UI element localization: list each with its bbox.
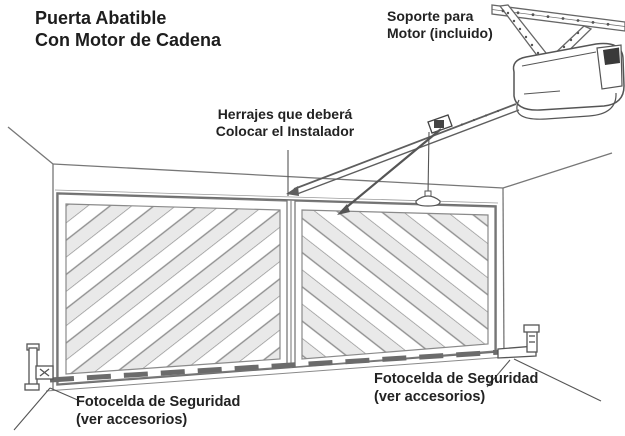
label-motor-support: Soporte para Motor (incluido) [387, 8, 493, 42]
rail-end-arrow [286, 186, 299, 196]
arm-end-arrow [337, 204, 350, 215]
photocell-left-icon [24, 343, 54, 391]
photocell-right-leader-b [513, 358, 602, 402]
right-ceiling-corner-line [502, 152, 613, 189]
door-arm-icon [337, 128, 442, 215]
label-photocell-left: Fotocelda de Seguridad (ver accesorios) [76, 394, 241, 428]
trolley-icon [427, 114, 453, 134]
right-wall-corner-line [502, 187, 505, 359]
swing-gate-right-leaf [294, 200, 496, 368]
swing-gate-left-leaf [57, 193, 288, 385]
right-leaf-slats [301, 209, 489, 360]
opener-motor-head-icon [512, 42, 625, 120]
left-ceiling-corner-line [7, 126, 54, 165]
photocell-beam-icon [49, 349, 503, 383]
header-top-edge-line [52, 163, 504, 189]
page-title: Puerta Abatible Con Motor de Cadena [35, 8, 221, 52]
title-line-2: Con Motor de Cadena [35, 29, 222, 50]
title-line-1: Puerta Abatible [35, 8, 167, 28]
emergency-release-cord-icon [415, 131, 441, 207]
photocell-right-leader-a [486, 359, 511, 388]
photocell-left-leader-a [13, 387, 51, 431]
photocell-left-leader-b [49, 387, 81, 402]
label-installer-hardware: Herrajes que deberá Colocar el Instalado… [215, 106, 355, 140]
left-leaf-slats [65, 203, 281, 375]
opener-rail-icon [286, 103, 520, 196]
leader-lines [13, 150, 602, 431]
label-photocell-right: Fotocelda de Seguridad (ver accesorios) [374, 371, 539, 405]
photocell-right-icon [497, 324, 540, 359]
swing-gate [56, 192, 497, 386]
floor-threshold-line [45, 356, 507, 392]
